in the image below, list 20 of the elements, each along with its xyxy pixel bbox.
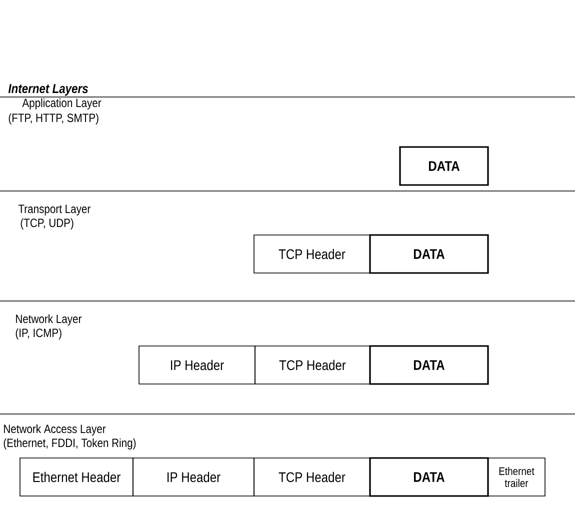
layer-label: (TCP, UDP) — [20, 218, 74, 230]
layer-label: Network Access Layer — [4, 424, 106, 436]
layer-label: Network Layer — [16, 314, 82, 326]
header-box: IP Header — [138, 346, 256, 384]
header-box: Ethernet Header — [20, 458, 134, 496]
data-box: DATA — [369, 234, 489, 274]
layer-label: Application Layer — [22, 98, 102, 110]
layer-label: (IP, ICMP) — [16, 328, 62, 340]
header-box: TCP Header — [254, 346, 370, 384]
layer-label: (Ethernet, FDDI, Token Ring) — [4, 438, 136, 450]
layer-label: Transport Layer — [18, 204, 90, 216]
data-box: DATA — [369, 457, 489, 497]
data-box: DATA — [369, 345, 489, 385]
data-box: DATA — [399, 146, 489, 186]
layer-label: (FTP, HTTP, SMTP) — [8, 113, 98, 124]
header-box: TCP Header — [254, 458, 370, 496]
title: Internet Layers — [8, 84, 88, 96]
header-box: IP Header — [132, 458, 254, 496]
header-box: Ethernet trailer — [488, 458, 546, 496]
header-box: TCP Header — [254, 234, 370, 274]
